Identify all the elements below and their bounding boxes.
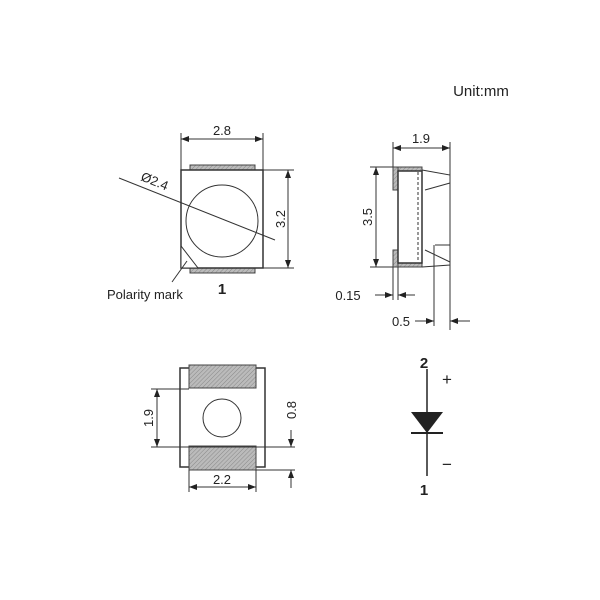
- cathode-pad: [188, 445, 257, 471]
- diode-triangle-icon: [411, 412, 443, 433]
- side-width-label: 1.9: [412, 131, 430, 146]
- bottom-view: 1.9 0.8 2.2: [141, 364, 299, 492]
- height-label: 3.2: [273, 210, 288, 228]
- width-label: 2.8: [213, 123, 231, 138]
- top-view: 2.8 3.2 Ø2.4 Polarity mark 1: [107, 123, 294, 302]
- pin1-label: 1: [218, 281, 226, 298]
- cathode-sign: −: [442, 455, 452, 474]
- pad-width-label: 2.2: [213, 472, 231, 487]
- diode-symbol: 2 + − 1: [411, 355, 452, 499]
- diameter-label: Ø2.4: [139, 169, 171, 193]
- lens-offset-label: 0.5: [392, 314, 410, 329]
- unit-label: Unit:mm: [453, 83, 509, 100]
- anode-pad: [188, 364, 257, 389]
- anode-sign: +: [442, 370, 452, 389]
- anode-pin-label: 2: [420, 355, 428, 372]
- pad-height-label: 0.8: [284, 401, 299, 419]
- lens-circle: [185, 184, 259, 258]
- pad-thickness-label: 0.15: [335, 288, 360, 303]
- polarity-label: Polarity mark: [107, 287, 183, 302]
- polarity-mark-icon: [180, 244, 200, 269]
- cathode-pin-label: 1: [420, 482, 428, 499]
- diameter-leader: [118, 177, 276, 241]
- side-height-label: 3.5: [360, 208, 375, 226]
- side-view: 1.9 3.5 0.15 0.5: [335, 131, 470, 330]
- pad-gap-label: 1.9: [141, 409, 156, 427]
